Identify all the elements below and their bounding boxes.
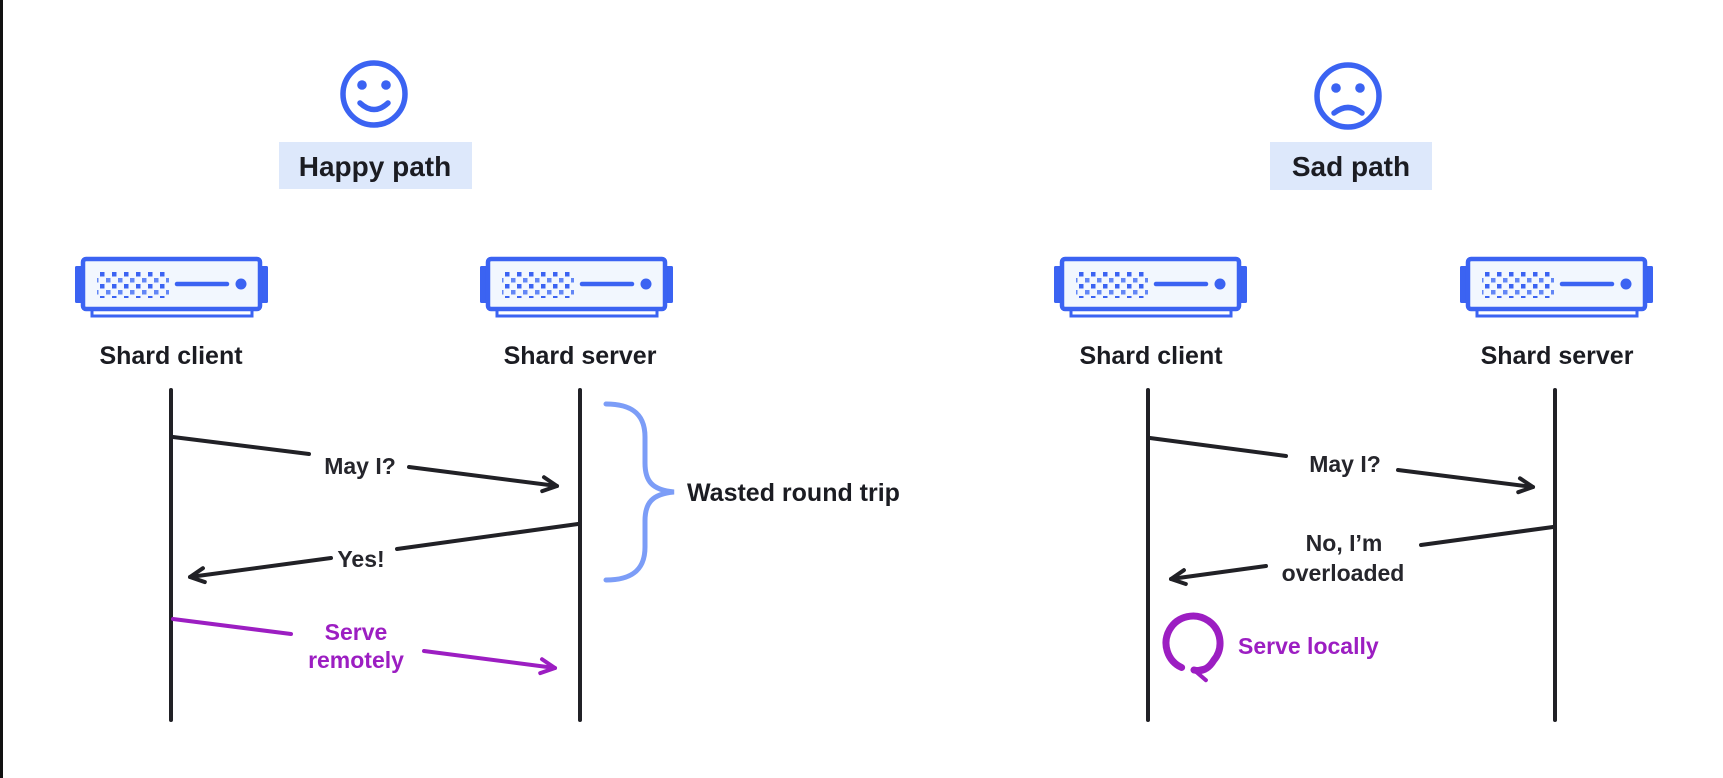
server-icon bbox=[1460, 259, 1653, 316]
message-arrow-may-i: May I? bbox=[171, 435, 559, 494]
sad-title-badge bbox=[1270, 142, 1432, 190]
happy-title: Happy path bbox=[299, 151, 451, 182]
server-icon bbox=[75, 259, 268, 316]
page-edge-line bbox=[0, 0, 3, 778]
message-label: May I? bbox=[1309, 451, 1381, 477]
loop-arrow-icon bbox=[1162, 612, 1224, 683]
message-arrow-yes: Yes! bbox=[188, 522, 580, 585]
sad-client-label: Shard client bbox=[1079, 342, 1223, 370]
sad-panel: Sad path Shard client Shard server May I… bbox=[1054, 62, 1653, 722]
server-icon bbox=[1054, 259, 1247, 316]
message-arrow-serve-remotely: Serve remotely bbox=[171, 617, 557, 676]
curly-brace bbox=[603, 401, 675, 583]
happy-panel: Happy path Shard client Shard server May… bbox=[75, 60, 900, 722]
sad-server-label: Shard server bbox=[1481, 342, 1634, 370]
happy-server-label: Shard server bbox=[504, 342, 657, 370]
message-label: No, I’m bbox=[1306, 530, 1383, 556]
frowny-face-icon bbox=[1314, 62, 1382, 130]
message-label: Serve locally bbox=[1238, 633, 1379, 659]
message-arrow-may-i: May I? bbox=[1148, 436, 1535, 495]
message-label: May I? bbox=[324, 453, 396, 479]
message-label: remotely bbox=[308, 647, 404, 673]
message-label: overloaded bbox=[1282, 560, 1405, 586]
wasted-round-trip-label: Wasted round trip bbox=[687, 479, 900, 507]
message-arrow-no-overloaded: No, I’m overloaded bbox=[1169, 525, 1555, 587]
server-icon bbox=[480, 259, 673, 316]
sad-title: Sad path bbox=[1292, 151, 1410, 182]
serve-locally-action: Serve locally bbox=[1162, 612, 1379, 683]
message-label: Yes! bbox=[337, 546, 384, 572]
message-label: Serve bbox=[325, 619, 388, 645]
happy-client-label: Shard client bbox=[99, 342, 243, 370]
smiley-face-icon bbox=[340, 60, 408, 128]
happy-title-badge bbox=[279, 142, 472, 189]
